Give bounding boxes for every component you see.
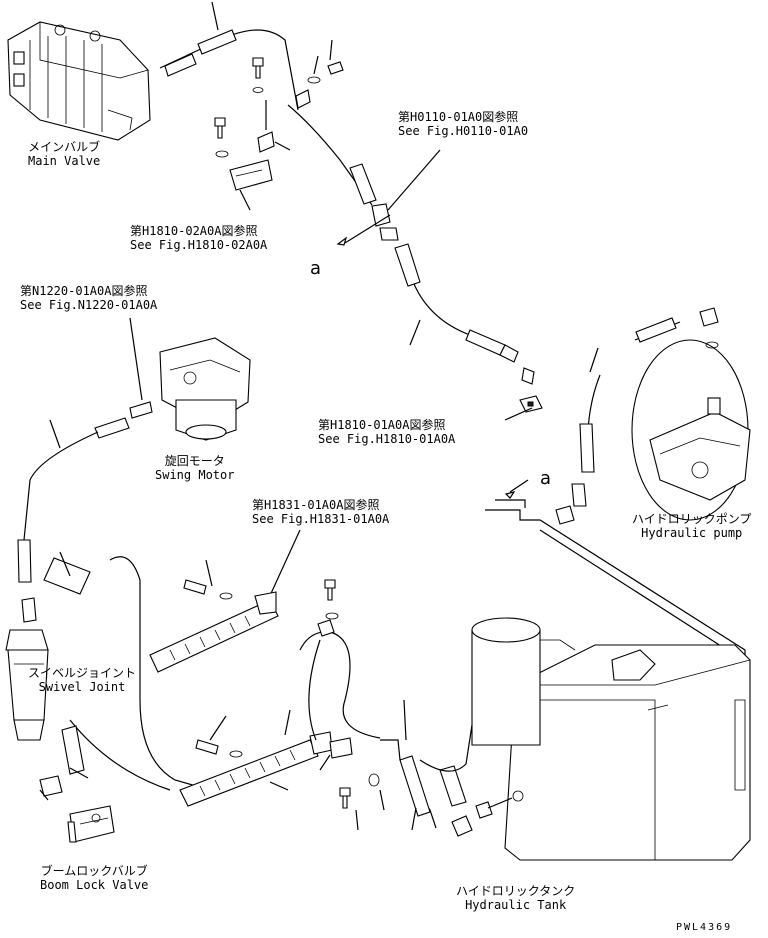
main-valve-label: メインバルブ Main Valve: [28, 140, 100, 168]
hydraulic-tank-drawing: [504, 644, 751, 861]
swivel-joint-drawing: [5, 597, 49, 741]
main-valve-drawing: [7, 21, 151, 141]
ref-h0110-en: See Fig.H0110-01A0: [398, 124, 529, 138]
main-valve-label-jp: メインバルブ: [28, 140, 101, 154]
ref-h1810-01-en: See Fig.H1810-01A0A: [318, 432, 456, 446]
boom-lock-valve-label: ブームロックバルブ Boom Lock Valve: [40, 864, 148, 892]
swing-motor-en: Swing Motor: [155, 468, 235, 482]
ref-h1831-jp: 第H1831-01A0A図参照: [252, 498, 380, 512]
swing-motor-drawing: [94, 337, 251, 441]
clamp-assembly-upper: [149, 559, 279, 673]
ref-h1810-01-jp: 第H1810-01A0A図参照: [318, 418, 446, 432]
ref-h1831-label: 第H1831-01A0A図参照 See Fig.H1831-01A0A: [252, 498, 389, 526]
boom-lock-valve-drawing: [67, 805, 115, 843]
ref-h1810-02-label: 第H1810-02A0A図参照 See Fig.H1810-02A0A: [130, 224, 267, 252]
swivel-joint-jp: スイベルジョイント: [28, 666, 137, 680]
main-valve-label-en: Main Valve: [28, 154, 101, 168]
hydraulic-tank-jp: ハイドロリックタンク: [456, 884, 576, 898]
ref-n1220-jp: 第N1220-01A0A図参照: [20, 284, 148, 298]
swivel-joint-label: スイベルジョイント Swivel Joint: [28, 666, 136, 694]
ref-h0110-jp: 第H0110-01A0図参照: [398, 110, 519, 124]
ref-n1220-en: See Fig.N1220-01A0A: [20, 298, 158, 312]
drawing-code: PWL4369: [676, 922, 733, 933]
ref-n1220-label: 第N1220-01A0A図参照 See Fig.N1220-01A0A: [20, 284, 157, 312]
swing-motor-jp: 旋回モータ: [164, 454, 225, 468]
ref-h1831-en: See Fig.H1831-01A0A: [252, 512, 390, 526]
boom-lock-valve-en: Boom Lock Valve: [40, 878, 149, 892]
hydraulic-pump-en: Hydraulic pump: [641, 526, 743, 540]
ref-h1810-01-label: 第H1810-01A0A図参照 See Fig.H1810-01A0A: [318, 418, 455, 446]
hydraulic-tank-label: ハイドロリックタンク Hydraulic Tank: [456, 884, 575, 912]
boom-lock-valve-jp: ブームロックバルブ: [40, 864, 148, 878]
swing-motor-label: 旋回モータ Swing Motor: [155, 454, 234, 482]
marker-a-upper: a: [310, 258, 322, 279]
bracket-drawing: [229, 89, 311, 211]
hydraulic-pump-drawing: [631, 307, 751, 521]
ref-h0110-label: 第H0110-01A0図参照 See Fig.H0110-01A0: [398, 110, 528, 138]
ref-h1810-02-jp: 第H1810-02A0A図参照: [130, 224, 258, 238]
swivel-joint-en: Swivel Joint: [38, 680, 126, 694]
bolt-group-upper: [214, 39, 344, 158]
ref-h1810-02-en: See Fig.H1810-02A0A: [130, 238, 268, 252]
hydraulic-pump-jp: ハイドロリックポンプ: [632, 512, 752, 526]
hydraulic-tank-en: Hydraulic Tank: [465, 898, 567, 912]
return-filter-drawing: [471, 617, 576, 746]
hydraulic-pump-label: ハイドロリックポンプ Hydraulic pump: [632, 512, 751, 540]
marker-a-lower: a: [540, 468, 552, 489]
